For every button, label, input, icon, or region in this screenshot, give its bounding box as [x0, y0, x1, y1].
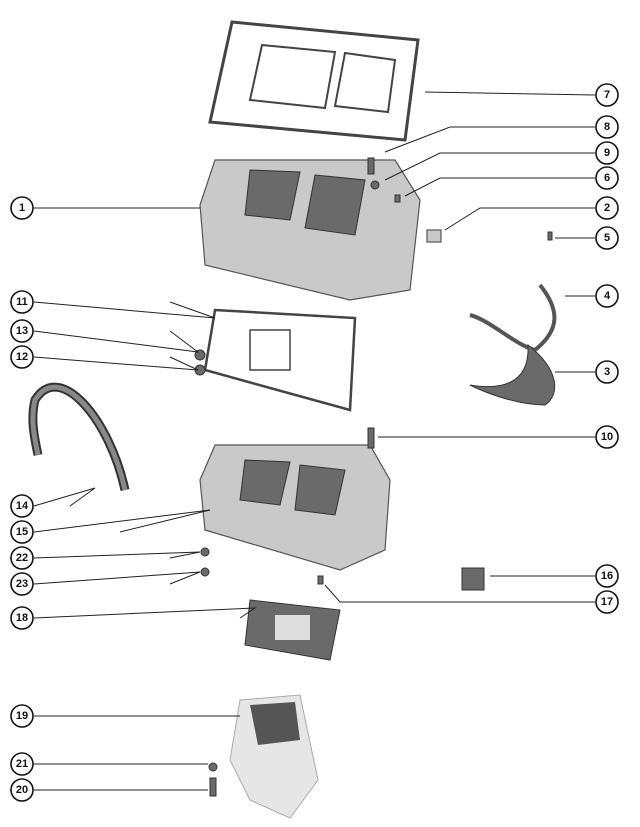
- leader-line-22: [33, 551, 201, 559]
- leader-line-23: [33, 571, 201, 585]
- callout-18: 18: [10, 606, 34, 630]
- callout-number: 23: [16, 578, 28, 590]
- callout-number: 13: [16, 325, 28, 337]
- callout-10: 10: [595, 425, 619, 449]
- callout-12: 12: [10, 345, 34, 369]
- callout-21: 21: [10, 752, 34, 776]
- callout-number: 6: [604, 172, 610, 184]
- leader-line-17: [324, 584, 595, 603]
- callout-number: 17: [601, 596, 613, 608]
- leader-line-2: [444, 207, 595, 231]
- lower-housing: [199, 444, 391, 571]
- callout-5: 5: [595, 226, 619, 250]
- callout-number: 7: [604, 89, 610, 101]
- callout-number: 19: [16, 710, 28, 722]
- callout-number: 14: [16, 500, 29, 512]
- callout-number: 8: [604, 121, 610, 133]
- callout-2: 2: [595, 196, 619, 220]
- callout-15: 15: [10, 520, 34, 544]
- callout-number: 15: [16, 526, 28, 538]
- upper-housing: [199, 159, 421, 301]
- callout-22: 22: [10, 546, 34, 570]
- small-hardware: [194, 157, 553, 797]
- middle-gasket: [203, 308, 357, 412]
- callout-number: 18: [16, 612, 28, 624]
- callout-number: 11: [16, 296, 28, 308]
- callout-14: 14: [10, 494, 34, 518]
- callout-number: 22: [16, 552, 28, 564]
- top-gasket: [208, 20, 420, 142]
- callout-number: 9: [604, 147, 610, 159]
- leader-line-12: [33, 356, 199, 371]
- leader-line-7: [424, 91, 596, 96]
- callout-11: 11: [10, 290, 34, 314]
- callout-17: 17: [595, 590, 619, 614]
- callout-16: 16: [595, 564, 619, 588]
- adapter-plate-18: [244, 599, 341, 661]
- callout-23: 23: [10, 572, 34, 596]
- leader-line-18: [33, 607, 257, 619]
- callout-number: 16: [601, 570, 613, 582]
- leader-line-13: [33, 330, 200, 353]
- leader-line-6: [404, 177, 595, 197]
- callout-number: 12: [16, 351, 28, 363]
- callout-number: 20: [16, 784, 28, 796]
- callout-7: 7: [595, 83, 619, 107]
- callout-number: 5: [604, 232, 610, 244]
- callout-9: 9: [595, 141, 619, 165]
- callout-number: 3: [604, 366, 610, 378]
- leader-line-15: [33, 509, 211, 533]
- callout-13: 13: [10, 319, 34, 343]
- callout-19: 19: [10, 704, 34, 728]
- callout-number: 1: [19, 202, 25, 214]
- reed-block-19: [229, 694, 319, 819]
- callout-4: 4: [595, 284, 619, 308]
- leader-line-9: [384, 152, 595, 181]
- callout-8: 8: [595, 115, 619, 139]
- callout-number: 2: [604, 202, 610, 214]
- callout-3: 3: [595, 360, 619, 384]
- leader-line-14: [33, 487, 96, 507]
- callout-20: 20: [10, 778, 34, 802]
- hose: [28, 382, 130, 491]
- leader-line-8: [384, 126, 595, 153]
- callout-number: 21: [16, 758, 28, 770]
- seal-strip-4: [469, 283, 557, 353]
- callout-number: 4: [604, 290, 611, 302]
- callout-number: 10: [601, 431, 613, 443]
- seal-strip-3: [469, 343, 556, 406]
- callout-6: 6: [595, 166, 619, 190]
- callout-1: 1: [10, 196, 34, 220]
- leader-line-11: [33, 301, 216, 319]
